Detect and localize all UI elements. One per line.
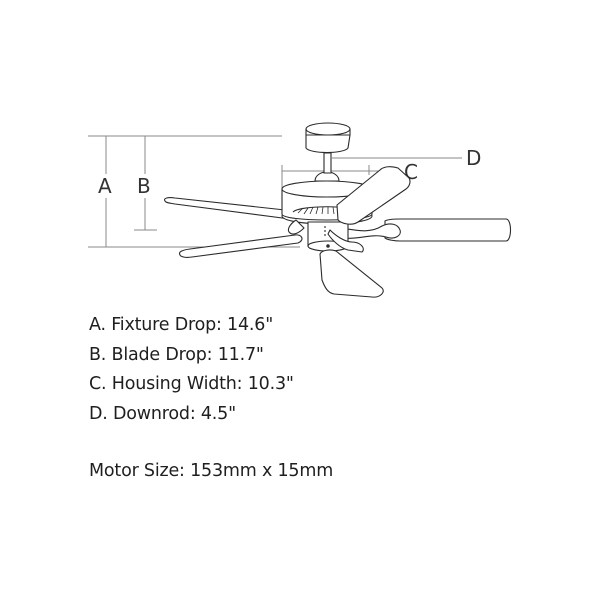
fan-blade-front-upper xyxy=(336,166,411,225)
fan-blade-right xyxy=(384,218,512,242)
dimension-label-a: A xyxy=(98,174,112,198)
dimension-label-b: B xyxy=(137,174,151,198)
spec-blade-drop: B. Blade Drop: 11.7" xyxy=(89,344,264,365)
fan-dimension-diagram: A B C D xyxy=(88,122,512,298)
dimension-label-d: D xyxy=(466,146,481,170)
fan-blade-left-lower xyxy=(178,234,303,258)
fan-blade-left-upper xyxy=(164,197,294,220)
spec-downrod: D. Downrod: 4.5" xyxy=(89,403,236,424)
spec-housing-width: C. Housing Width: 10.3" xyxy=(89,374,294,394)
spec-fixture-drop: A. Fixture Drop: 14.6" xyxy=(89,315,274,335)
spec-list: A. Fixture Drop: 14.6" B. Blade Drop: 11… xyxy=(89,311,294,429)
ceiling-fan-drawing xyxy=(164,122,512,298)
fan-blade-front-lower xyxy=(319,249,384,298)
motor-size: Motor Size: 153mm x 15mm xyxy=(89,461,334,481)
